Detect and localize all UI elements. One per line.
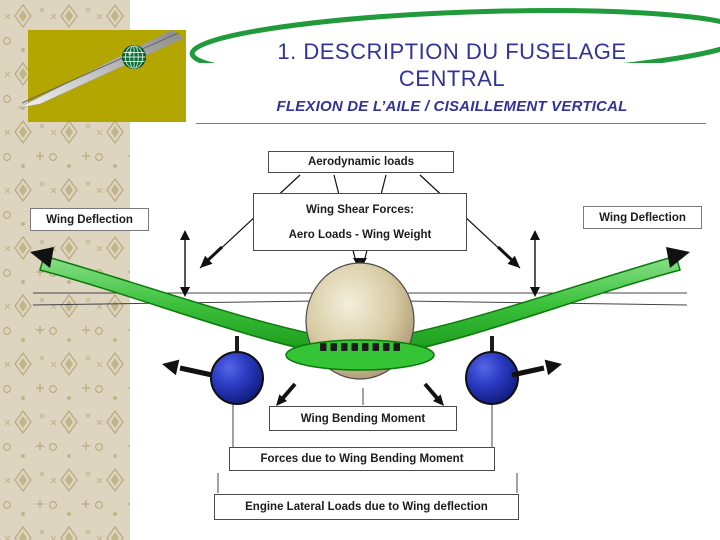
- wing-center-band: [285, 339, 435, 371]
- wingtip-arrow-left: [30, 247, 54, 268]
- wing-bending-moment-label: Wing Bending Moment: [269, 406, 457, 431]
- slide-title-line1: 1. DESCRIPTION DU FUSELAGE: [277, 39, 627, 64]
- aerodynamic-loads-label: Aerodynamic loads: [268, 151, 454, 173]
- engine-load-arrow-right: [511, 359, 562, 378]
- wing-deflection-label-right: Wing Deflection: [583, 206, 702, 229]
- title-underline: [196, 123, 706, 124]
- wingtip-arrow-right: [666, 247, 690, 268]
- globe-icon: [122, 45, 146, 69]
- swoosh-decoration: [189, 8, 720, 126]
- engine-load-arrow-left: [162, 359, 213, 378]
- wing-deflection-indicator-right: [530, 230, 540, 297]
- cockpit-windows: [320, 343, 400, 351]
- forces-due-bending-label: Forces due to Wing Bending Moment: [229, 447, 495, 471]
- bending-force-arrow-right: [423, 382, 444, 406]
- ribbon-decoration: [17, 29, 185, 109]
- right-engine: [465, 351, 519, 405]
- wing-shear-forces-label: Wing Shear Forces:: [306, 203, 414, 216]
- engine-lateral-loads-label: Engine Lateral Loads due to Wing deflect…: [214, 494, 519, 520]
- aero-loads-wing-weight-label: Aero Loads - Wing Weight: [288, 228, 432, 241]
- aircraft-front-view: [30, 247, 690, 406]
- slide-subtitle: FLEXION DE L’AILE / CISAILLEMENT VERTICA…: [276, 98, 628, 115]
- slide-title-line2: CENTRAL: [398, 66, 506, 91]
- wing-deflection-label-left: Wing Deflection: [30, 208, 149, 231]
- wing-shear-forces-box: Wing Shear Forces: Aero Loads - Wing Wei…: [253, 193, 467, 251]
- wing-deflection-indicator-left: [180, 230, 190, 297]
- left-engine: [210, 351, 264, 405]
- connector-lines: [217, 388, 518, 493]
- title-block: 1. DESCRIPTION DU FUSELAGE CENTRAL FLEXI…: [196, 38, 708, 115]
- bending-force-arrow-left: [276, 382, 297, 406]
